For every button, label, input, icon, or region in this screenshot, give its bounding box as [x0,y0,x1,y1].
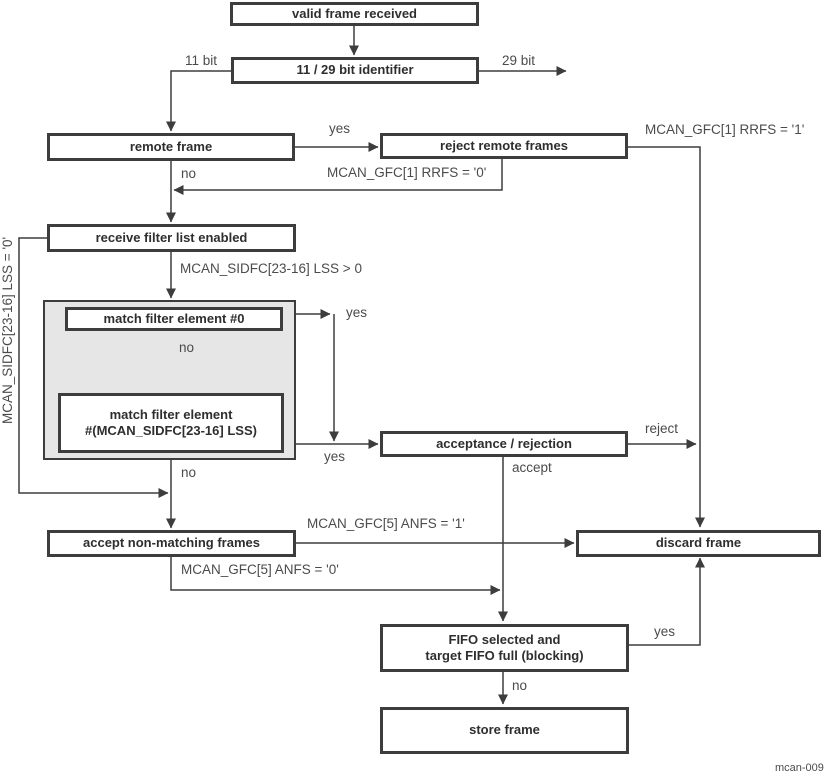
node-match-filter-element-last-line2: #(MCAN_SIDFC[23-16] LSS) [85,423,257,438]
node-reject-remote-frames: reject remote frames [380,133,628,159]
label-matchlast-yes: yes [324,449,346,464]
label-anfs-1: MCAN_GFC[5] ANFS = '1' [307,516,465,531]
label-29-bit: 29 bit [502,53,536,68]
label-rrfs-1: MCAN_GFC[1] RRFS = '1' [645,122,805,137]
node-discard-frame: discard frame [576,530,821,557]
label-fifo-no: no [512,678,528,693]
node-store-frame: store frame [380,707,629,754]
label-fifo-yes: yes [654,624,676,639]
node-fifo-full-line2: target FIFO full (blocking) [425,648,584,663]
label-match0-yes: yes [346,305,368,320]
node-identifier: 11 / 29 bit identifier [231,57,479,84]
label-rrfs-0: MCAN_GFC[1] RRFS = '0' [327,165,487,180]
label-lss-gt-0: MCAN_SIDFC[23-16] LSS > 0 [180,261,362,276]
node-fifo-full-line1: FIFO selected and [448,631,561,647]
node-acceptance-rejection: acceptance / rejection [380,431,628,457]
node-match-filter-element-0: match filter element #0 [65,307,283,331]
label-remote-no: no [181,166,197,181]
node-match-filter-element-last-line1: match filter element [109,406,233,422]
node-valid-frame-received: valid frame received [230,2,479,26]
label-reject: reject [645,421,679,436]
node-accept-non-matching-frames: accept non-matching frames [47,530,296,557]
label-accept: accept [512,460,552,475]
figure-id: mcan-009 [775,762,824,774]
edge-anfs0-to-fifo [170,557,501,595]
label-remote-yes: yes [329,121,351,136]
node-match-filter-element-last: match filter element #(MCAN_SIDFC[23-16]… [58,393,284,453]
node-receive-filter-list-enabled: receive filter list enabled [47,224,296,252]
label-anfs-0: MCAN_GFC[5] ANFS = '0' [181,562,339,577]
node-remote-frame: remote frame [47,133,295,161]
edge-rrfs1-to-discard [627,146,705,528]
node-fifo-full: FIFO selected and target FIFO full (bloc… [380,624,629,672]
label-lss-eq-0-vertical: MCAN_SIDFC[23-16] LSS = '0' [0,236,15,424]
label-match0-no: no [179,340,195,355]
edge-lss0-bypass [18,237,169,498]
label-11-bit: 11 bit [185,53,218,68]
edge-fifo-yes-to-discard [628,557,705,646]
edge-identifier-11bit [166,70,231,132]
label-filter-no: no [181,465,197,480]
edge-rrfs0-return [173,159,503,195]
